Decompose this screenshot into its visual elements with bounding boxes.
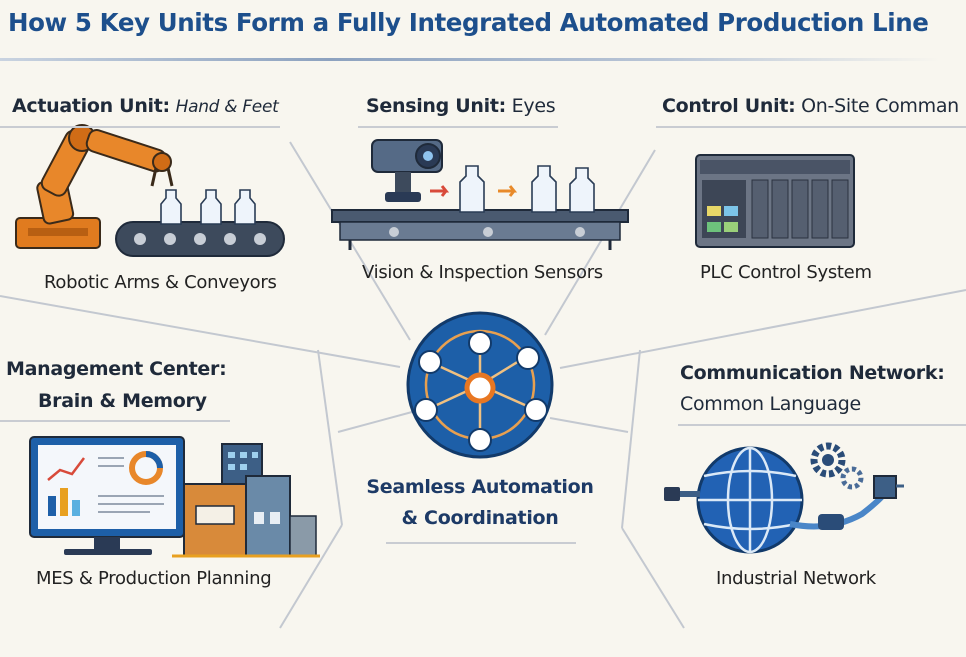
camera-icon xyxy=(371,139,443,202)
actuation-unit-name: Actuation Unit: xyxy=(12,95,170,117)
sensing-caption: Vision & Inspection Sensors xyxy=(362,262,603,283)
sensing-unit-heading: Sensing Unit: Eyes xyxy=(366,95,556,117)
control-unit-name: Control Unit: xyxy=(662,95,796,117)
communication-heading-line2: Common Language xyxy=(680,393,861,415)
sensing-divider xyxy=(358,126,558,128)
robot-arm-icon xyxy=(15,124,174,249)
conveyor-icon xyxy=(331,209,629,250)
control-divider xyxy=(656,126,966,128)
connector-icon xyxy=(664,475,904,530)
plc-icon xyxy=(695,154,855,248)
bottle-icon xyxy=(459,165,595,213)
hub-caption-line2: & Coordination xyxy=(401,507,559,529)
sensing-unit-subtitle: Eyes xyxy=(511,95,556,117)
communication-heading-line1: Communication Network: xyxy=(680,362,945,384)
communication-divider xyxy=(678,424,966,426)
connector-lines xyxy=(0,141,966,629)
control-caption: PLC Control System xyxy=(700,262,872,283)
monitor-icon xyxy=(29,436,185,555)
control-unit-subtitle: On-Site Comman xyxy=(801,95,959,117)
communication-caption: Industrial Network xyxy=(716,568,876,589)
management-caption: MES & Production Planning xyxy=(36,568,272,589)
bottle-icon xyxy=(160,189,256,225)
hub-divider xyxy=(386,542,576,544)
hub-network-icon xyxy=(406,311,554,459)
page-title: How 5 Key Units Form a Fully Integrated … xyxy=(8,8,929,37)
sensing-unit-name: Sensing Unit: xyxy=(366,95,506,117)
actuation-unit-heading: Actuation Unit: Hand & Feet xyxy=(12,95,279,117)
actuation-caption: Robotic Arms & Conveyors xyxy=(44,272,277,293)
title-divider xyxy=(0,58,940,61)
management-heading-line2: Brain & Memory xyxy=(38,390,207,412)
actuation-unit-subtitle: Hand & Feet xyxy=(175,97,279,117)
arrow-icon xyxy=(430,185,518,197)
management-heading-line1: Management Center: xyxy=(6,358,227,380)
factory-icon xyxy=(172,443,320,558)
hub-caption-line1: Seamless Automation xyxy=(366,476,594,498)
actuation-divider xyxy=(0,126,280,128)
hub-caption: Seamless Automation & Coordination xyxy=(340,472,620,534)
conveyor-icon xyxy=(115,221,285,257)
control-unit-heading: Control Unit: On-Site Comman xyxy=(662,95,959,117)
gear-icon xyxy=(810,442,864,490)
globe-icon xyxy=(696,446,804,554)
management-divider xyxy=(0,420,230,422)
